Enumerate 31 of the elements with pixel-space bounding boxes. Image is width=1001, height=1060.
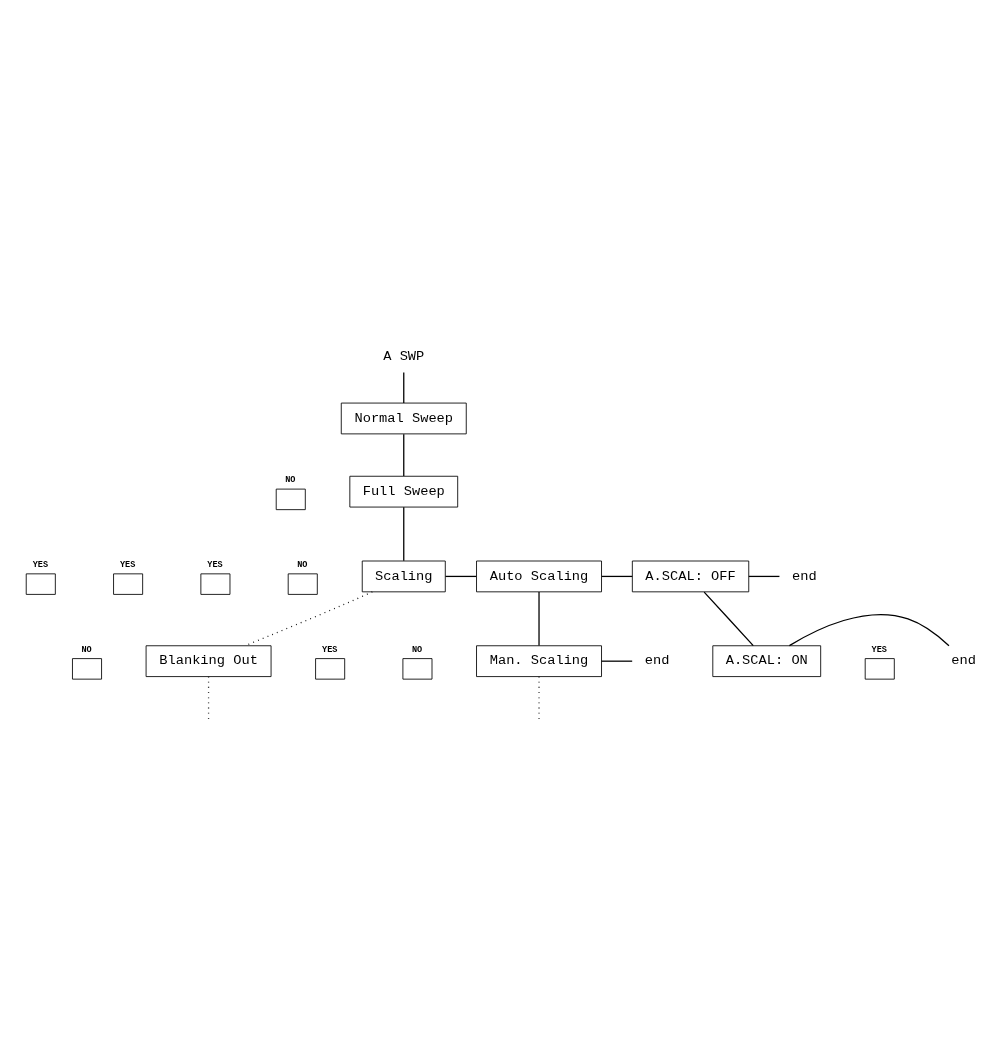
connector: [748, 575, 781, 577]
connector: [601, 575, 633, 577]
node-box: A.SCAL: ON: [712, 644, 822, 677]
label: NO: [285, 474, 296, 485]
node-text: end: [951, 652, 976, 668]
node-box: Scaling: [361, 560, 446, 592]
label: NO: [297, 559, 308, 570]
node-box: Blanking Out: [145, 644, 272, 677]
label: NO: [411, 644, 423, 655]
connector: [444, 575, 477, 577]
connector: [403, 371, 405, 404]
node-box: A.SCAL: OFF: [631, 560, 750, 592]
node-text: end: [644, 652, 670, 668]
node-box: Auto Scaling: [476, 560, 602, 592]
connector: [788, 613, 950, 646]
label: YES: [32, 559, 49, 570]
label: YES: [119, 559, 136, 570]
node-text: A SWP: [383, 348, 425, 364]
connector: [403, 433, 405, 477]
connector: [403, 506, 405, 561]
node-box: Man. Scaling: [476, 644, 602, 677]
node-text: end: [792, 568, 817, 584]
connector: [703, 591, 754, 646]
node-box: Normal Sweep: [340, 402, 467, 434]
label: NO: [81, 644, 92, 655]
label: YES: [322, 644, 338, 655]
connector: [600, 660, 633, 662]
label: YES: [871, 644, 887, 655]
label: YES: [207, 559, 223, 570]
connector: [538, 591, 540, 646]
node-box: Full Sweep: [349, 475, 459, 507]
